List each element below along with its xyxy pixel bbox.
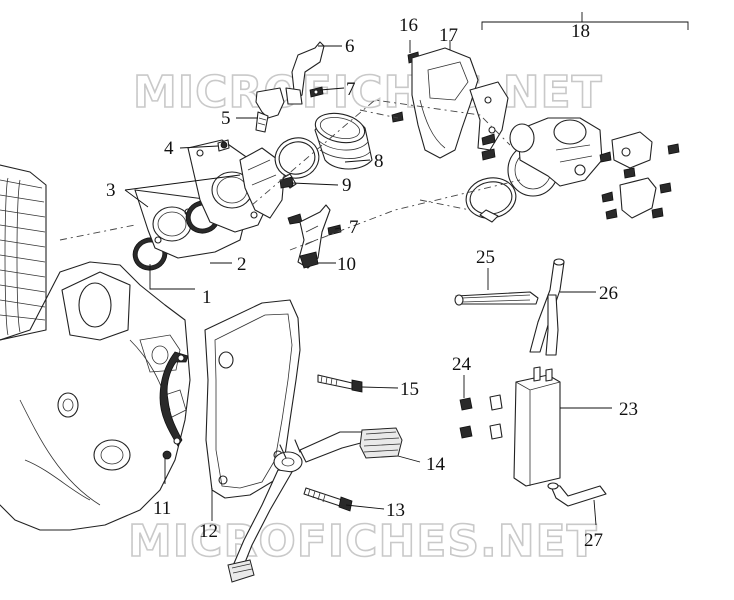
- part-13-bolt: [303, 487, 353, 512]
- part-throttle-clamp: [465, 177, 517, 223]
- leader-lines: [124, 12, 689, 526]
- callout-7-upper: 7: [346, 79, 356, 100]
- part-26-hose: [529, 258, 565, 356]
- callout-13: 13: [386, 500, 405, 521]
- callout-18: 18: [571, 21, 590, 42]
- callout-5: 5: [221, 108, 231, 129]
- callout-8: 8: [374, 151, 384, 172]
- callout-25: 25: [476, 247, 495, 268]
- callout-11: 11: [153, 498, 171, 519]
- engine-block: [0, 164, 191, 531]
- part-6-sensor: [285, 41, 325, 105]
- part-25-hose: [454, 291, 539, 306]
- watermark-top: MICROFICHES.NET: [133, 67, 603, 118]
- callout-4: 4: [164, 138, 174, 159]
- part-15-bolt: [317, 374, 363, 393]
- part-14-gear-lever: [227, 427, 403, 583]
- part-18-throttle-body: [507, 117, 680, 220]
- part-screw-9a: [279, 176, 294, 189]
- callout-7-lower: 7: [349, 217, 359, 238]
- callout-27: 27: [584, 530, 603, 551]
- callout-labels: 1 2 3 4 5 6 7 7 8 9 10 11 12 13 14 15 16…: [106, 15, 638, 551]
- callout-10: 10: [337, 254, 356, 275]
- part-9-clamp: [274, 137, 320, 189]
- callout-3: 3: [106, 180, 116, 201]
- callout-17: 17: [439, 25, 458, 46]
- assembly-lines: [59, 99, 521, 251]
- callout-15: 15: [400, 379, 419, 400]
- part-8-intake-boot: [314, 112, 373, 170]
- part-23-canister: [513, 366, 561, 487]
- callout-6: 6: [345, 36, 355, 57]
- callout-14: 14: [426, 454, 446, 475]
- part-7-screw-top: [309, 86, 324, 98]
- callout-23: 23: [619, 399, 638, 420]
- part-24-clips: [459, 394, 503, 440]
- part-4-screw: [217, 139, 230, 152]
- callout-9: 9: [342, 175, 352, 196]
- callout-24: 24: [452, 354, 472, 375]
- callout-1: 1: [202, 287, 212, 308]
- part-17-air-box-bracket: [391, 47, 509, 161]
- part-5-sensor: [255, 87, 285, 133]
- part-11-bracket: [159, 351, 189, 460]
- part-27-hose: [547, 482, 607, 507]
- part-10-bracket: [287, 204, 331, 269]
- part-intake-manifold: [239, 147, 286, 219]
- part-7-screw-lower: [327, 224, 342, 236]
- callout-12: 12: [199, 521, 218, 542]
- callout-2: 2: [237, 254, 247, 275]
- watermark-bottom: MICROFICHES.NET: [128, 516, 598, 567]
- callout-16: 16: [399, 15, 418, 36]
- callout-26: 26: [599, 283, 618, 304]
